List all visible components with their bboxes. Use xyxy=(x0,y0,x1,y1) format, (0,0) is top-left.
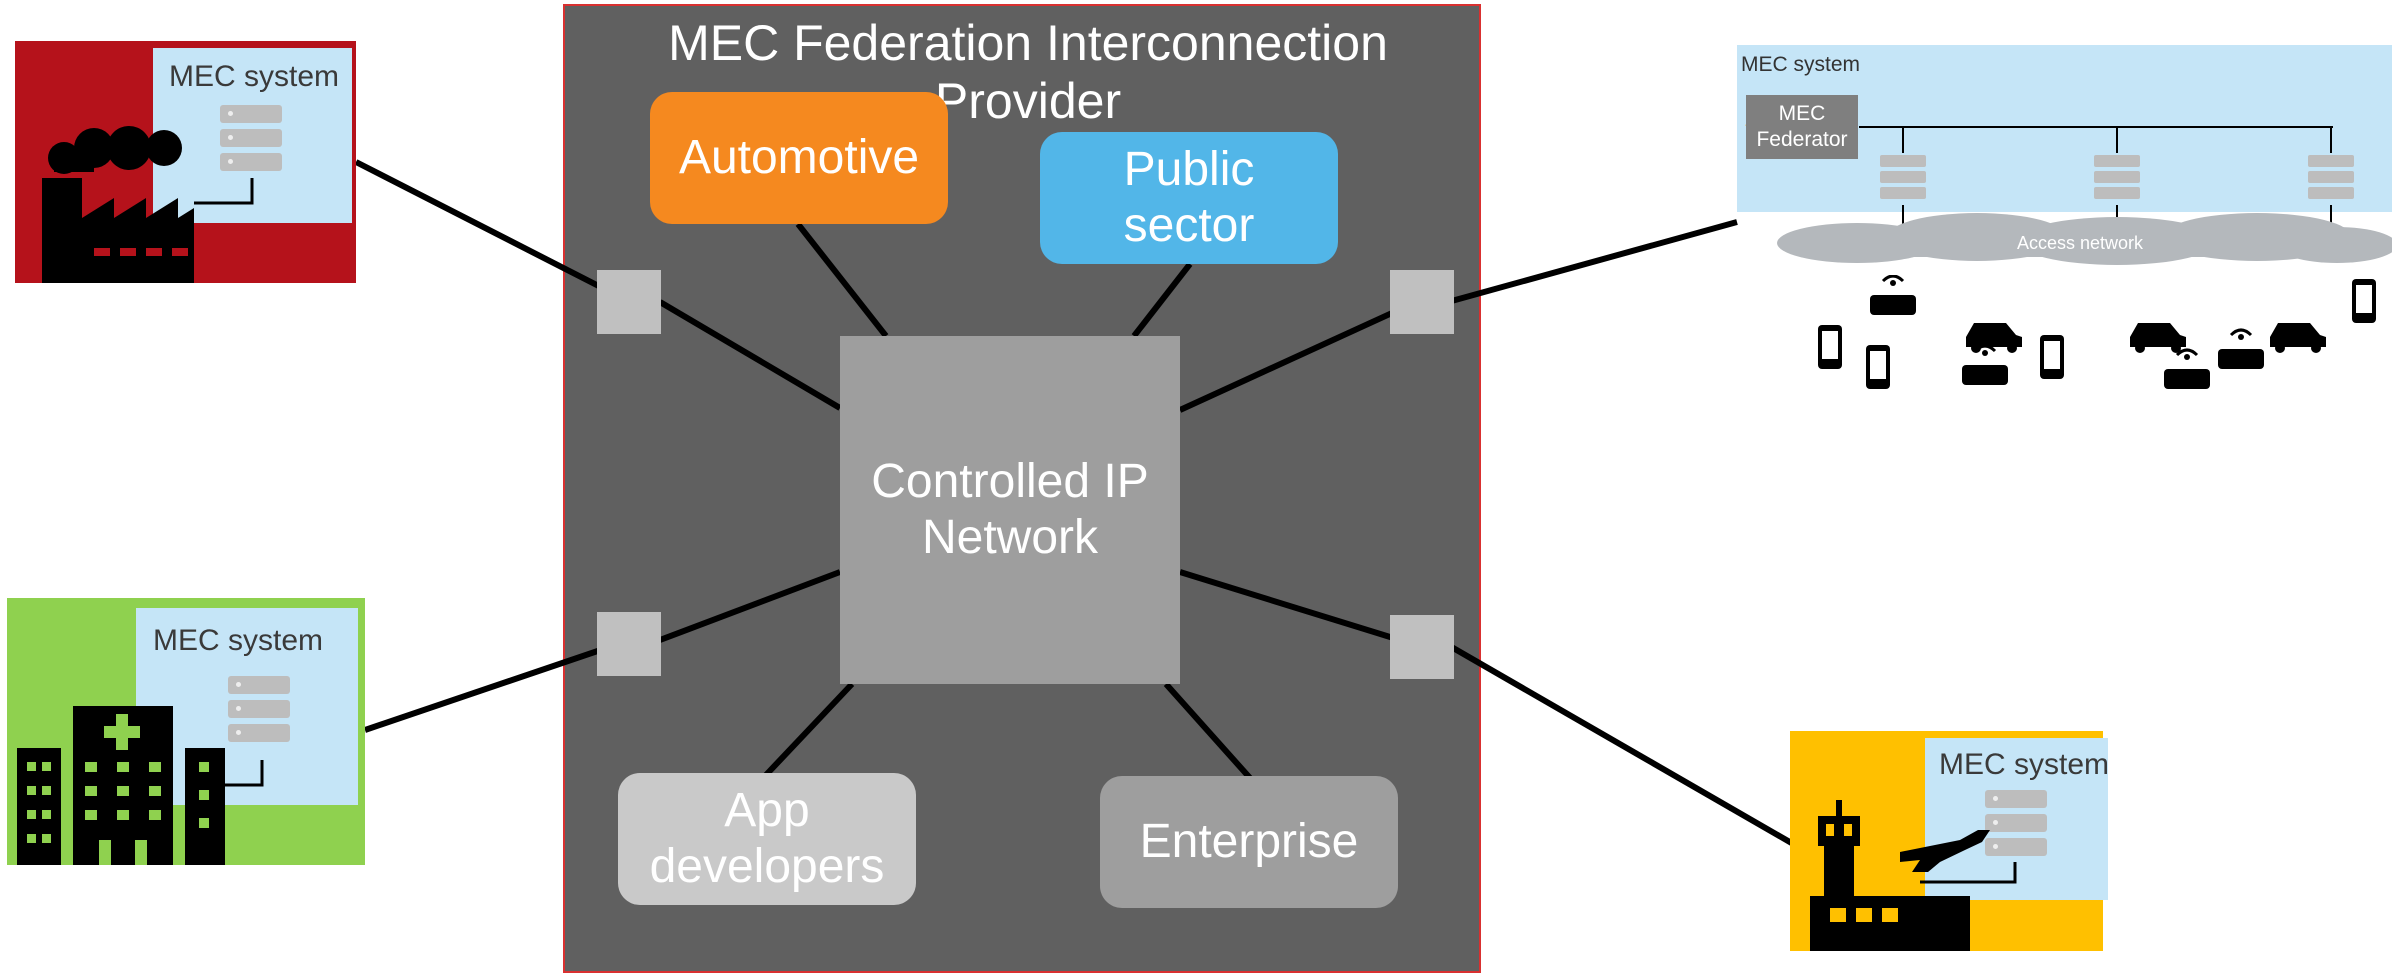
tile-app-developers: App developers xyxy=(618,773,916,905)
tile-enterprise-line1: Enterprise xyxy=(1139,815,1359,868)
federator-line1: MEC xyxy=(1778,102,1826,125)
interconnect-port-lower-right xyxy=(1390,615,1454,679)
tile-public-sector-line1: Public xyxy=(1123,143,1255,196)
link-port-core-lower-left xyxy=(658,569,842,643)
car-icon xyxy=(2130,323,2186,353)
airport-mec-label: MEC system xyxy=(1939,748,2110,781)
core-line1: Controlled IP xyxy=(871,455,1149,508)
router-icon xyxy=(2164,348,2210,389)
link-appdev-core xyxy=(762,681,855,779)
phone-icon xyxy=(1818,325,1842,369)
tile-public-sector-line2: sector xyxy=(1123,199,1255,252)
link-core-port-lower-right xyxy=(1179,569,1417,648)
interconnect-port-upper-left xyxy=(597,270,661,334)
provider-title: MEC Federation Interconnection Provider xyxy=(668,15,1388,129)
access-network-label: Access network xyxy=(2016,233,2144,253)
router-icon xyxy=(1870,275,1916,315)
server-icon xyxy=(1880,155,2354,199)
interconnect-port-lower-left xyxy=(597,612,661,676)
server-icon xyxy=(220,105,282,177)
tile-automotive: Automotive xyxy=(650,92,948,224)
link-port-network xyxy=(1447,219,1738,305)
tile-app-developers-line2: developers xyxy=(649,840,885,893)
link-enterprise-core xyxy=(1163,682,1253,780)
link-automotive-core xyxy=(795,222,889,338)
car-icon xyxy=(2270,323,2326,353)
hospital-mec-label: MEC system xyxy=(153,624,324,657)
hospital-icon xyxy=(17,706,264,865)
network-topology xyxy=(1745,123,2392,265)
tile-automotive-line1: Automotive xyxy=(678,131,920,184)
router-icon xyxy=(2218,328,2264,369)
phone-icon xyxy=(2040,335,2064,379)
link-factory-port xyxy=(354,159,632,305)
mec-federator: MEC Federator xyxy=(1746,95,1858,159)
tile-enterprise: Enterprise xyxy=(1100,776,1398,908)
server-icon xyxy=(228,676,290,748)
phone-icon xyxy=(1866,345,1890,389)
tile-app-developers-line1: App xyxy=(724,784,810,837)
link-port-airport xyxy=(1446,642,1797,848)
link-port-core-upper-left xyxy=(658,299,842,411)
core-line2: Network xyxy=(921,511,1099,564)
cloud-icon xyxy=(1777,213,2392,265)
network-mec-label: MEC system xyxy=(1741,53,1861,76)
router-icon xyxy=(1962,344,2008,385)
airport-icon xyxy=(1810,800,2017,951)
server-icon xyxy=(1985,790,2047,862)
factory-mec-label: MEC system xyxy=(169,60,340,93)
device-cluster xyxy=(1818,275,2376,389)
link-hospital-port xyxy=(364,637,631,733)
tile-public-sector: Public sector xyxy=(1040,132,1338,264)
car-icon xyxy=(1966,323,2022,353)
link-public-core xyxy=(1131,262,1193,338)
link-core-port-upper-right xyxy=(1178,299,1418,413)
factory-icon xyxy=(42,126,254,283)
interconnect-port-upper-right xyxy=(1390,270,1454,334)
federator-line2: Federator xyxy=(1756,128,1848,151)
phone-icon xyxy=(2352,279,2376,323)
controlled-ip-network: Controlled IP Network xyxy=(840,336,1180,684)
